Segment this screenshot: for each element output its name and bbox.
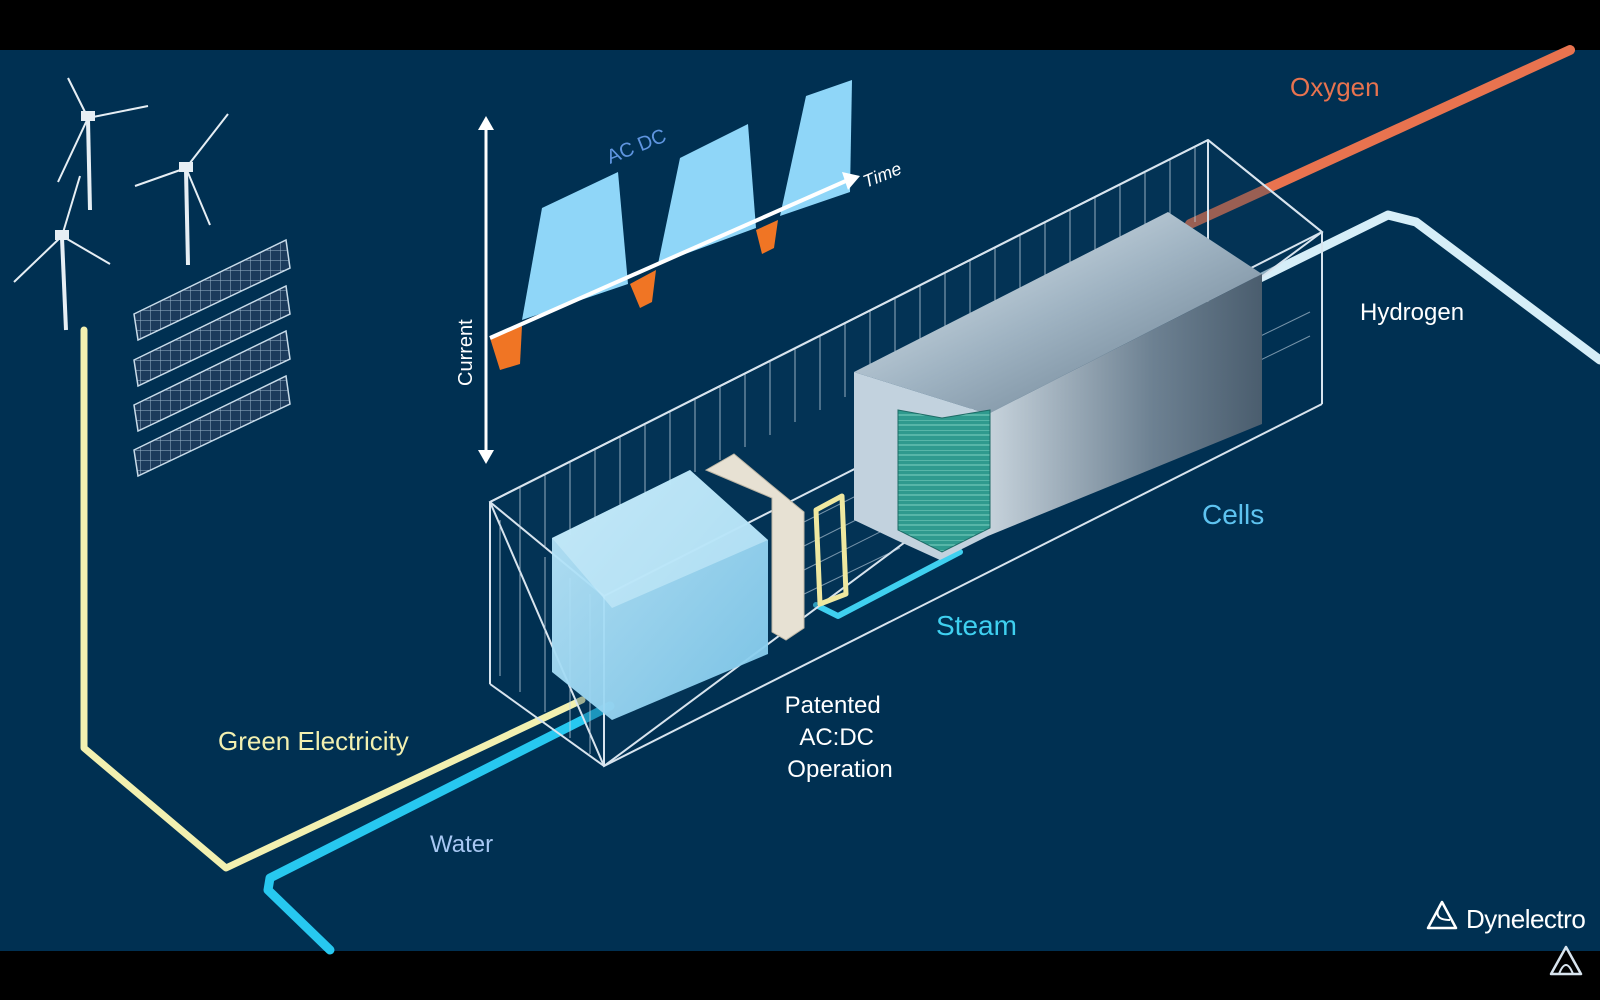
wave-negative-2: [630, 270, 656, 308]
hydrogen-label: Hydrogen: [1360, 299, 1464, 326]
water-pipe: [263, 701, 615, 955]
green-electricity-label: Green Electricity: [218, 726, 409, 756]
filter-unit: [704, 453, 805, 641]
water-label: Water: [430, 831, 493, 858]
green-electricity-cable: [80, 326, 586, 872]
patented-line-1: Patented: [785, 692, 881, 719]
hydrogen-pipe: [1255, 210, 1600, 365]
patented-label: Patented AC:DC Operation: [785, 692, 893, 783]
container-ribs: [499, 147, 1196, 754]
wave-positive-3: [780, 80, 852, 216]
cells-tank-side: [988, 274, 1262, 536]
letterbox-bottom: [0, 951, 1600, 1000]
wind-turbine-icon: [57, 77, 149, 211]
cells-tank-top: [854, 212, 1262, 414]
time-axis-arrow: [842, 172, 860, 190]
steam-loop: [813, 493, 849, 607]
letterbox-top: [0, 0, 1600, 50]
patented-line-3: Operation: [787, 756, 892, 783]
chart-y-label: Current: [455, 319, 477, 386]
wind-turbines: [13, 77, 229, 331]
corner-watermark-icon: [1549, 945, 1583, 976]
power-converter-top: [552, 470, 768, 608]
current-chart: AC DC Time Current: [455, 80, 904, 464]
time-axis: [489, 178, 849, 340]
patented-line-2: AC:DC: [799, 724, 874, 751]
wave-positive-1: [522, 172, 628, 320]
cell-stack: [897, 409, 991, 553]
oxygen-pipe: [1185, 45, 1575, 229]
current-axis-arrow-down: [478, 450, 494, 464]
wind-turbine-icon: [13, 175, 111, 331]
wave-negative-1: [490, 326, 522, 370]
current-axis-arrow-up: [478, 116, 494, 130]
steam-label: Steam: [936, 610, 1017, 641]
brand-name: Dynelectro: [1466, 904, 1586, 934]
solar-panels: [133, 238, 291, 478]
triangle-swirl-logo-icon: [1426, 900, 1458, 930]
pipes: [80, 45, 1600, 955]
oxygen-label: Oxygen: [1290, 72, 1380, 102]
cells-label: Cells: [1202, 499, 1264, 530]
wave-negative-3: [756, 220, 778, 254]
wind-turbine-icon: [134, 113, 229, 266]
wave-positive-2: [658, 124, 756, 264]
